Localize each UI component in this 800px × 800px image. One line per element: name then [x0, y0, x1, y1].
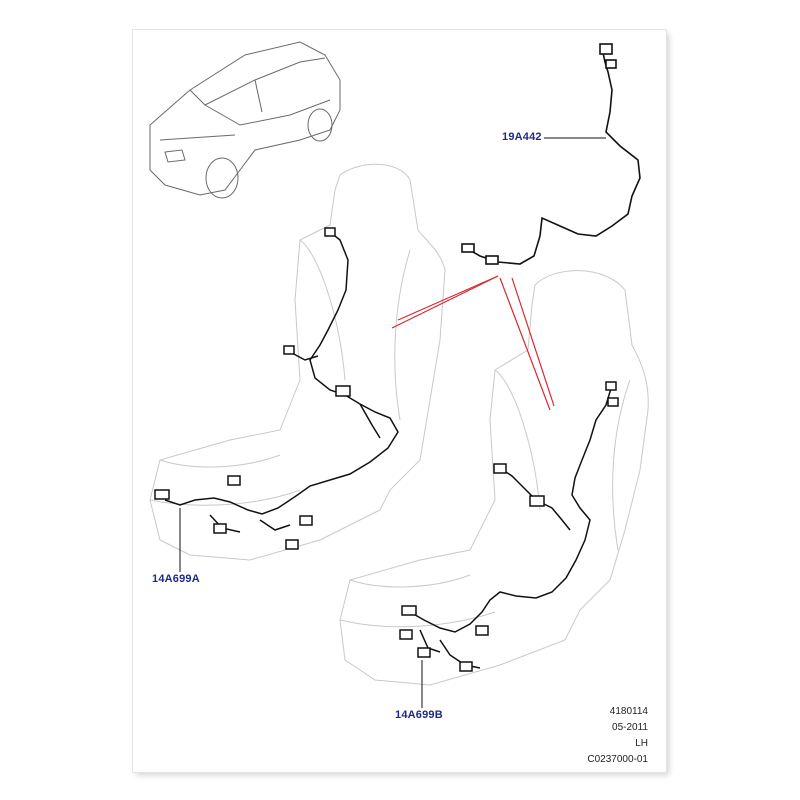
harness-19A442 — [461, 43, 641, 265]
callout-19A442[interactable]: 19A442 — [502, 131, 542, 143]
illustration-code: C0237000-01 — [587, 754, 648, 765]
illustration-number: 4180114 — [609, 706, 648, 717]
seat-outline-left — [149, 163, 446, 561]
pointer-lines — [391, 275, 555, 411]
side-indicator: LH — [635, 738, 648, 749]
vehicle-thumbnail — [149, 41, 341, 199]
drawing-sheet — [133, 30, 666, 772]
seat-outline-right — [339, 270, 649, 686]
callout-14A699B[interactable]: 14A699B — [395, 709, 443, 721]
harness-14A699A — [154, 227, 399, 550]
harness-14A699B — [399, 381, 619, 672]
leader-lines — [179, 137, 606, 708]
callout-14A699A[interactable]: 14A699A — [152, 573, 200, 585]
illustration-date: 05-2011 — [612, 722, 648, 733]
